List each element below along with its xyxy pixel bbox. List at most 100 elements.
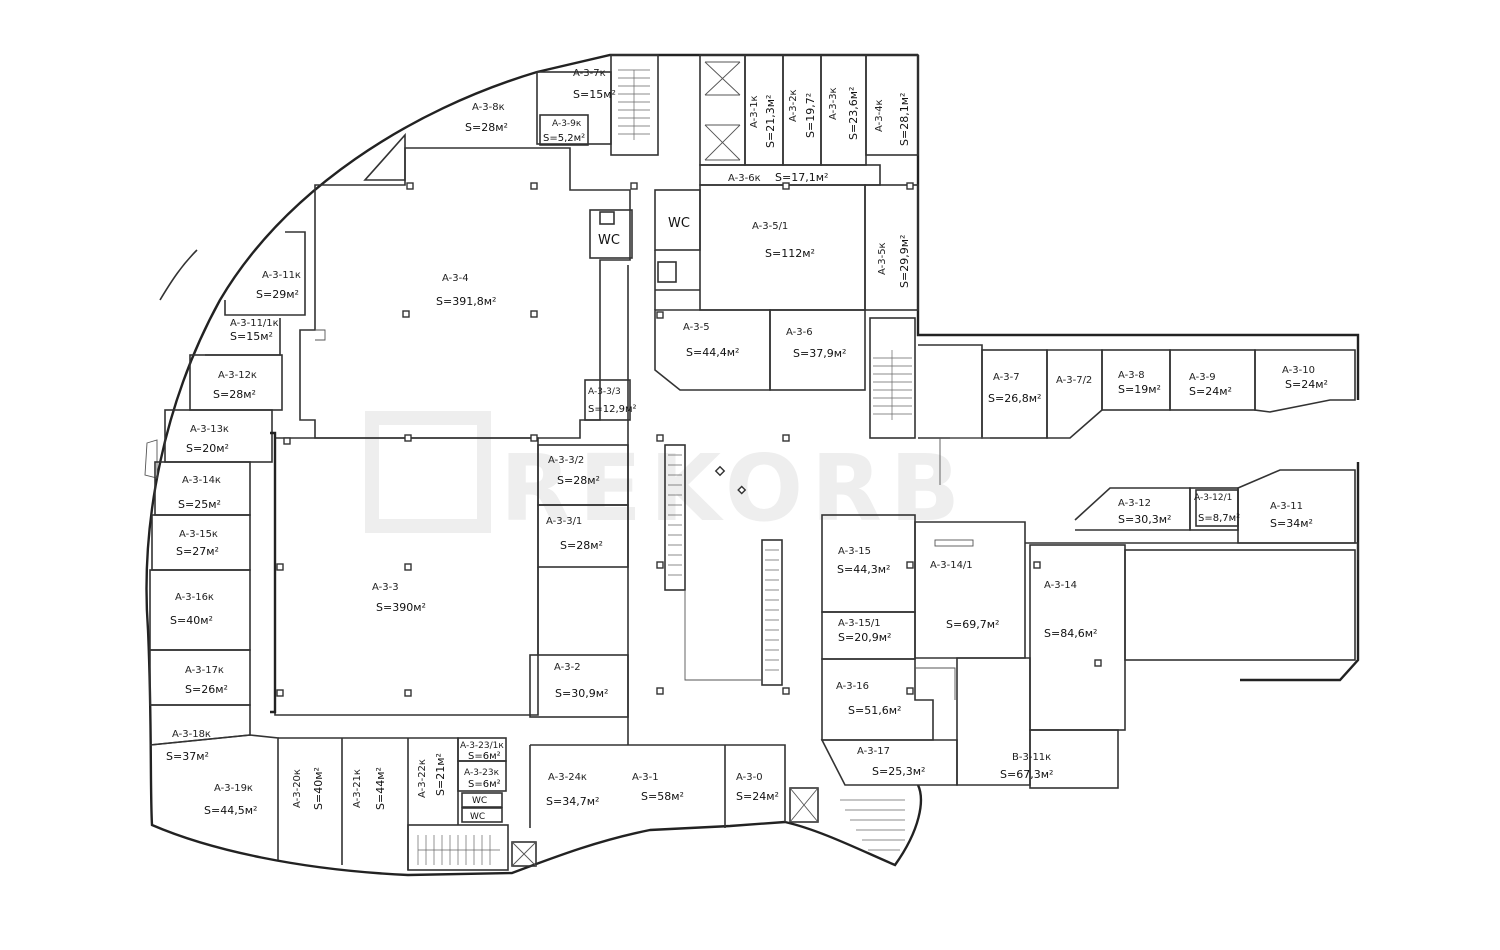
room-a-3-8-id: A-3-8 <box>1118 370 1145 381</box>
room-a-3-12-area: S=30,3м² <box>1118 513 1171 526</box>
room-a-3-5-1-id: A-3-5/1 <box>752 221 788 232</box>
room-a-3-14-1-area: S=69,7м² <box>946 618 999 631</box>
room-a-3-4-id: A-3-4 <box>442 273 469 284</box>
room-a-3-5-area: S=44,4м² <box>686 346 739 359</box>
wc-label-2: WC <box>668 216 690 231</box>
room-a-3-7k-area: S=15м² <box>573 88 616 101</box>
room-b-3-11k-area: S=67,3м² <box>1000 768 1053 781</box>
room-a-3-19k-id: A-3-19к <box>214 783 253 794</box>
room-a-3-9k-id: A-3-9к <box>552 119 582 129</box>
room-a-3-17-area: S=25,3м² <box>872 765 925 778</box>
room-a-3-15-1-id: A-3-15/1 <box>838 618 881 629</box>
room-a-3-18k-area: S=37м² <box>166 750 209 763</box>
room-a-3-6-id: A-3-6 <box>786 327 813 338</box>
room-a-3-6k-id: A-3-6к <box>728 173 761 184</box>
room-a-3-15-1-area: S=20,9м² <box>838 631 891 644</box>
room-a-3-4k-id: A-3-4к <box>874 99 885 132</box>
room-a-3-13k-area: S=20м² <box>186 442 229 455</box>
room-a-3-14k-id: A-3-14к <box>182 475 221 486</box>
room-a-3-3-1-area: S=28м² <box>560 539 603 552</box>
stair-middle <box>869 317 916 439</box>
room-a-3-23k-id: A-3-23к <box>464 768 500 778</box>
top-strip-walls <box>363 54 919 186</box>
room-a-3-22k-id: A-3-22к <box>417 759 428 798</box>
room-a-3-12-1-id: A-3-12/1 <box>1194 493 1232 503</box>
room-a-3-5k-area: S=29,9м² <box>898 235 911 288</box>
room-a-3-24k-id: A-3-24к <box>548 772 587 783</box>
room-a-3-12-id: A-3-12 <box>1118 498 1151 509</box>
room-a-3-21k-area: S=44м² <box>374 767 387 810</box>
room-a-3-3-2-area: S=28м² <box>557 474 600 487</box>
room-a-3-14-1-id: A-3-14/1 <box>930 560 973 571</box>
room-a-3-23-1k-area: S=6м² <box>468 751 501 762</box>
room-a-3-9-area: S=24м² <box>1189 385 1232 398</box>
room-a-3-2-area: S=30,9м² <box>555 687 608 700</box>
room-a-3-21k-id: A-3-21к <box>352 769 363 808</box>
wc-label-3: WC <box>472 796 487 806</box>
room-a-3-0-area: S=24м² <box>736 790 779 803</box>
room-a-3-6k-area: S=17,1м² <box>775 171 828 184</box>
room-a-3-13k-id: A-3-13к <box>190 424 229 435</box>
room-a-3-1k-id: A-3-1к <box>749 95 760 128</box>
hall-a-3-3-walls <box>270 265 631 745</box>
room-a-3-8-area: S=19м² <box>1118 383 1161 396</box>
room-b-3-11k-id: B-3-11к <box>1012 752 1051 763</box>
left-shops-walls <box>149 231 600 870</box>
room-a-3-22k-area: S=21м² <box>434 753 447 796</box>
room-a-3-3k-id: A-3-3к <box>828 87 839 120</box>
wc-label-4: WC <box>470 812 485 822</box>
room-a-3-7-area: S=26,8м² <box>988 392 1041 405</box>
structural-columns <box>276 182 1102 697</box>
room-a-3-6-area: S=37,9м² <box>793 347 846 360</box>
watermark-text: REKORB <box>500 435 968 542</box>
room-a-3-3-3-id: A-3-3/3 <box>588 387 621 397</box>
watermark-logo: REKORB <box>365 411 968 542</box>
right-wing-lower-walls <box>1025 469 1359 789</box>
room-a-3-2k-area: S=19,7² <box>804 93 817 138</box>
room-a-3-16-area: S=51,6м² <box>848 704 901 717</box>
room-a-3-8k-area: S=28м² <box>465 121 508 134</box>
room-a-3-5-1-area: S=112м² <box>765 247 815 260</box>
room-a-3-10-area: S=24м² <box>1285 378 1328 391</box>
room-a-3-1-area: S=58м² <box>641 790 684 803</box>
room-a-3-10-id: A-3-10 <box>1282 365 1315 376</box>
room-a-3-16k-area: S=40м² <box>170 614 213 627</box>
room-a-3-11-id: A-3-11 <box>1270 501 1303 512</box>
room-a-3-2-id: A-3-2 <box>554 662 581 673</box>
room-a-3-4k-area: S=28,1м² <box>898 93 911 146</box>
room-a-3-11k-id: A-3-11к <box>262 270 301 281</box>
room-a-3-16k-id: A-3-16к <box>175 592 214 603</box>
room-a-3-11k-area: S=29м² <box>256 288 299 301</box>
room-a-3-20k-id: A-3-20к <box>292 769 303 808</box>
room-a-3-17k-id: A-3-17к <box>185 665 224 676</box>
room-a-3-4-area: S=391,8м² <box>436 295 496 308</box>
room-a-3-11-area: S=34м² <box>1270 517 1313 530</box>
right-wing-upper-walls <box>918 344 1356 485</box>
room-a-3-7-id: A-3-7 <box>993 372 1020 383</box>
room-a-3-3k-area: S=23,6м² <box>847 87 860 140</box>
room-a-3-3-3-area: S=12,9м² <box>588 404 637 415</box>
room-a-3-17k-area: S=26м² <box>185 683 228 696</box>
room-a-3-3-1-id: A-3-3/1 <box>546 516 582 527</box>
hall-a-3-4-walls <box>299 147 631 439</box>
room-a-3-18k-id: A-3-18к <box>172 729 211 740</box>
rooms-a-3-5 <box>654 184 919 391</box>
room-a-3-11-1k-id: A-3-11/1к <box>230 318 279 329</box>
room-a-3-15-area: S=44,3м² <box>837 563 890 576</box>
room-a-3-7-2-id: A-3-7/2 <box>1056 375 1092 386</box>
room-a-3-23k-area: S=6м² <box>468 779 501 790</box>
room-a-3-14-area: S=84,6м² <box>1044 627 1097 640</box>
room-a-3-16-id: A-3-16 <box>836 681 869 692</box>
room-a-3-5k-id: A-3-5к <box>877 242 888 275</box>
bottom-middle-walls <box>600 744 905 851</box>
escalators <box>664 444 783 686</box>
stair-top <box>618 69 650 140</box>
room-a-3-11-1k-area: S=15м² <box>230 330 273 343</box>
room-a-3-12k-area: S=28м² <box>213 388 256 401</box>
room-a-3-3-id: A-3-3 <box>372 582 399 593</box>
room-a-3-7k-id: A-3-7к <box>573 68 606 79</box>
room-a-3-0-id: A-3-0 <box>736 772 763 783</box>
wc-label-1: WC <box>598 233 620 248</box>
room-a-3-3-2-id: A-3-3/2 <box>548 455 584 466</box>
